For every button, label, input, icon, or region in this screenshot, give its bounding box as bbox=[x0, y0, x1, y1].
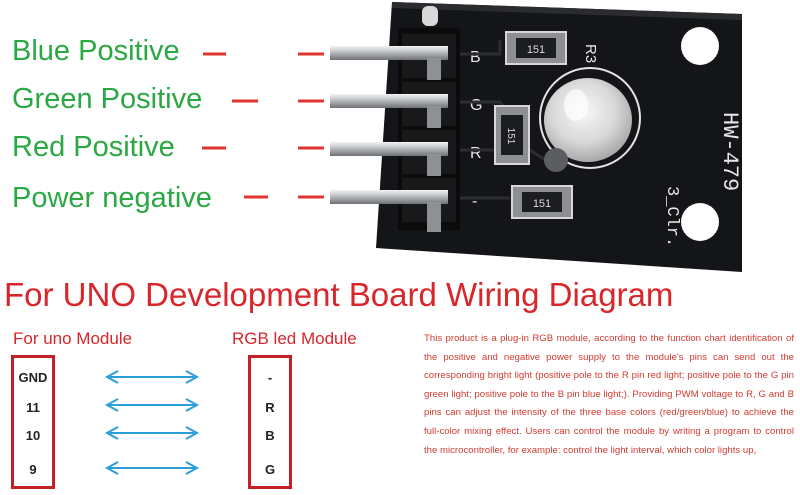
svg-text:151: 151 bbox=[527, 44, 545, 56]
rgb-pin-g: G bbox=[264, 462, 276, 477]
uno-pin-10: 10 bbox=[25, 428, 41, 443]
rgb-led bbox=[539, 67, 641, 172]
silk-pin-r: R bbox=[470, 145, 482, 162]
resistor-r2: 151 bbox=[494, 105, 530, 165]
uno-module-header: For uno Module bbox=[13, 329, 133, 348]
board-model-label: HW-479 bbox=[717, 112, 742, 191]
rgb-pin-box: - R B G bbox=[248, 355, 292, 489]
uno-pin-11: 11 bbox=[26, 400, 40, 415]
resistor-r3: 151 R3 bbox=[505, 31, 599, 65]
pin-label-power-negative: Power negative bbox=[12, 182, 212, 214]
mounting-hole bbox=[681, 203, 719, 241]
wiring-arrows bbox=[104, 370, 200, 475]
uno-pin-gnd: GND bbox=[18, 370, 48, 385]
silk-pin-b: B bbox=[470, 49, 481, 66]
uno-pin-9: 9 bbox=[29, 462, 37, 477]
svg-text:151: 151 bbox=[533, 198, 551, 210]
pin-label-green: Green Positive bbox=[12, 83, 203, 115]
double-arrow-icon bbox=[104, 426, 200, 440]
rgb-pin-b: B bbox=[265, 428, 275, 443]
mounting-hole bbox=[681, 27, 719, 65]
svg-text:151: 151 bbox=[505, 128, 516, 145]
rgb-pin-r: R bbox=[265, 400, 275, 415]
pin-label-red: Red Positive bbox=[12, 131, 175, 163]
rgb-module-header: RGB led Module bbox=[232, 329, 357, 348]
ref-r3: R3 bbox=[582, 44, 599, 63]
product-description: This product is a plug-in RGB module, ac… bbox=[424, 333, 794, 456]
pointer-lines bbox=[202, 52, 324, 199]
led-ref-label: 3_Clr. bbox=[662, 186, 681, 247]
double-arrow-icon bbox=[104, 398, 200, 412]
double-arrow-icon bbox=[104, 461, 200, 475]
wiring-diagram-title: For UNO Development Board Wiring Diagram bbox=[4, 276, 674, 313]
pin-label-blue: Blue Positive bbox=[12, 35, 180, 67]
header-pins bbox=[330, 6, 448, 232]
uno-pin-box: GND 11 10 9 bbox=[11, 355, 55, 489]
resistor-r1: 151 bbox=[511, 185, 573, 219]
double-arrow-icon bbox=[104, 370, 200, 384]
silk-pin-g: G bbox=[470, 97, 482, 114]
silk-pin-minus: - bbox=[472, 193, 477, 210]
rgb-pin-minus: - bbox=[267, 370, 273, 385]
